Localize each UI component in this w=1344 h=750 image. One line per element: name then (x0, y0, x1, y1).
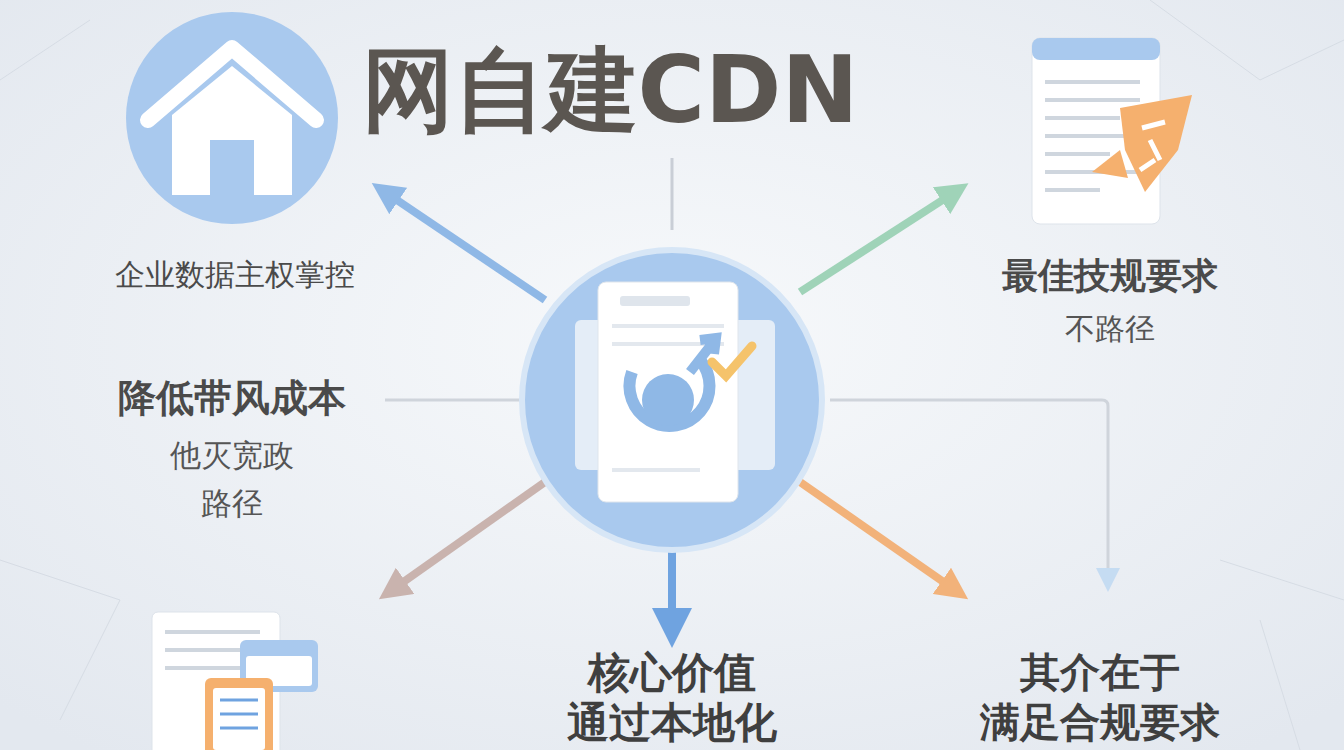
house-icon (126, 12, 338, 224)
benefit-label: 满足合规要求 (980, 700, 1220, 744)
core-label: 通过本地化 (567, 700, 777, 746)
arrow (668, 548, 676, 628)
document-icon (1032, 38, 1192, 224)
benefit-label: 企业数据主权掌控 (115, 258, 355, 291)
arrow (800, 482, 955, 590)
bent-arrow (830, 400, 1108, 580)
arrow (385, 192, 545, 300)
document-icon (152, 612, 318, 750)
sub-label: 路径 (201, 486, 263, 520)
core-label: 核心价值 (588, 650, 756, 696)
title: 网自建CDN (362, 40, 859, 141)
benefit-label: 最佳技规要求 (1002, 256, 1218, 296)
sub-label: 不路径 (1065, 312, 1155, 345)
arrow (392, 482, 545, 590)
hub-icon (522, 250, 822, 550)
benefit-label: 其介在于 (1020, 650, 1180, 694)
sub-label: 他灭宽政 (170, 438, 294, 472)
stem-line (671, 158, 674, 230)
arrow (800, 192, 955, 292)
benefit-label: 降低带风成本 (118, 378, 346, 420)
line (385, 399, 520, 402)
